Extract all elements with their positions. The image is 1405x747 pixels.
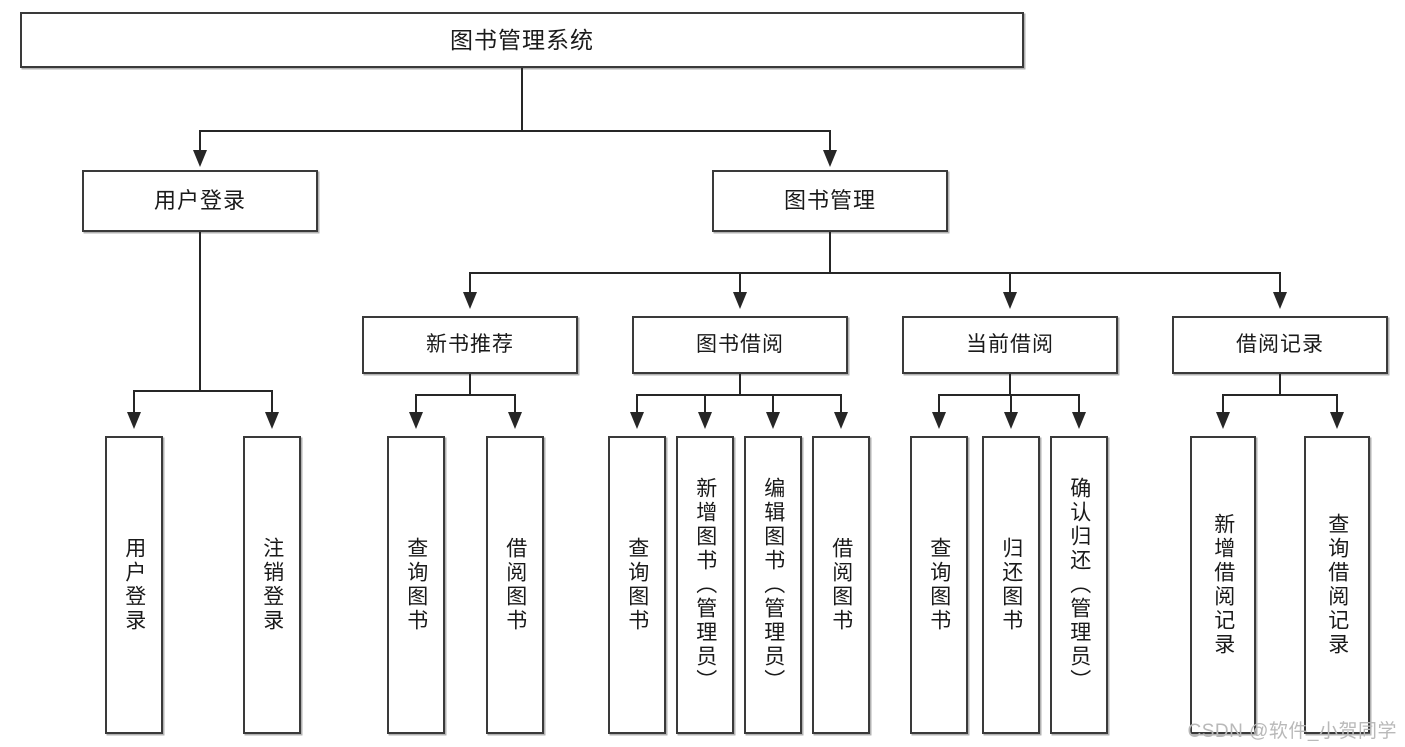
arrow-leaf-add-borrow-record bbox=[1216, 412, 1230, 429]
edge-drop-current-borrow bbox=[1009, 272, 1011, 294]
edge-drop-book-manage bbox=[829, 130, 831, 152]
arrow-leaf-logout bbox=[265, 412, 279, 429]
edge-drop-leaf-borrow-book-1 bbox=[514, 394, 516, 414]
edge-drop-book-borrow bbox=[739, 272, 741, 294]
edge-drop-leaf-borrow-book-2 bbox=[840, 394, 842, 414]
edge-book-borrow-bus bbox=[636, 394, 842, 396]
node-leaf-borrow-book-1-label: 借阅图书 bbox=[503, 537, 527, 633]
edge-borrow-record-bus bbox=[1222, 394, 1338, 396]
node-current-borrow[interactable]: 当前借阅 bbox=[902, 316, 1118, 374]
arrow-user-login bbox=[193, 150, 207, 167]
node-leaf-user-login[interactable]: 用户登录 bbox=[105, 436, 163, 734]
edge-level3-bus bbox=[469, 272, 1281, 274]
arrow-leaf-query-book-2 bbox=[630, 412, 644, 429]
edge-book-manage-stem bbox=[829, 232, 831, 274]
node-leaf-add-borrow-record[interactable]: 新增借阅记录 bbox=[1190, 436, 1256, 734]
node-leaf-query-book-2[interactable]: 查询图书 bbox=[608, 436, 666, 734]
node-leaf-edit-book-label: 编辑图书（管理员） bbox=[761, 477, 785, 693]
edge-drop-leaf-query-book-1 bbox=[415, 394, 417, 414]
node-leaf-query-book-3-label: 查询图书 bbox=[927, 537, 951, 633]
edge-user-login-stem bbox=[199, 232, 201, 392]
node-leaf-borrow-book-2[interactable]: 借阅图书 bbox=[812, 436, 870, 734]
edge-drop-leaf-add-book bbox=[704, 394, 706, 414]
node-book-borrow[interactable]: 图书借阅 bbox=[632, 316, 848, 374]
arrow-leaf-query-book-1 bbox=[409, 412, 423, 429]
arrow-leaf-return-book bbox=[1004, 412, 1018, 429]
arrow-leaf-query-borrow-record bbox=[1330, 412, 1344, 429]
node-leaf-add-book[interactable]: 新增图书（管理员） bbox=[676, 436, 734, 734]
node-new-book-recommend-label: 新书推荐 bbox=[426, 332, 514, 356]
arrow-book-borrow bbox=[733, 292, 747, 309]
node-user-login[interactable]: 用户登录 bbox=[82, 170, 318, 232]
node-leaf-query-book-1-label: 查询图书 bbox=[404, 537, 428, 633]
node-book-borrow-label: 图书借阅 bbox=[696, 332, 784, 356]
edge-borrow-record-stem bbox=[1279, 374, 1281, 396]
arrow-leaf-query-book-3 bbox=[932, 412, 946, 429]
node-leaf-query-book-1[interactable]: 查询图书 bbox=[387, 436, 445, 734]
node-leaf-query-book-2-label: 查询图书 bbox=[625, 537, 649, 633]
edge-root-stem bbox=[521, 68, 523, 130]
arrow-new-book-recommend bbox=[463, 292, 477, 309]
node-new-book-recommend[interactable]: 新书推荐 bbox=[362, 316, 578, 374]
arrow-leaf-edit-book bbox=[766, 412, 780, 429]
edge-user-login-bus bbox=[133, 390, 271, 392]
arrow-current-borrow bbox=[1003, 292, 1017, 309]
node-leaf-logout[interactable]: 注销登录 bbox=[243, 436, 301, 734]
node-leaf-query-borrow-record-label: 查询借阅记录 bbox=[1325, 513, 1349, 657]
node-leaf-confirm-return-label: 确认归还（管理员） bbox=[1067, 477, 1091, 693]
arrow-book-manage bbox=[823, 150, 837, 167]
node-leaf-return-book-label: 归还图书 bbox=[999, 537, 1023, 633]
node-book-manage-label: 图书管理 bbox=[783, 188, 876, 214]
arrow-leaf-confirm-return bbox=[1072, 412, 1086, 429]
edge-drop-leaf-return-book bbox=[1010, 394, 1012, 414]
node-leaf-borrow-book-2-label: 借阅图书 bbox=[829, 537, 853, 633]
edge-new-book-recommend-stem bbox=[469, 374, 471, 396]
edge-drop-leaf-confirm-return bbox=[1078, 394, 1080, 414]
edge-drop-borrow-record bbox=[1279, 272, 1281, 294]
node-leaf-logout-label: 注销登录 bbox=[260, 537, 284, 633]
arrow-leaf-user-login bbox=[127, 412, 141, 429]
edge-book-borrow-stem bbox=[739, 374, 741, 396]
arrow-leaf-borrow-book-2 bbox=[834, 412, 848, 429]
edge-drop-leaf-query-book-2 bbox=[636, 394, 638, 414]
arrow-borrow-record bbox=[1273, 292, 1287, 309]
node-leaf-add-borrow-record-label: 新增借阅记录 bbox=[1211, 513, 1235, 657]
edge-drop-leaf-edit-book bbox=[772, 394, 774, 414]
node-leaf-return-book[interactable]: 归还图书 bbox=[982, 436, 1040, 734]
edge-new-book-recommend-bus bbox=[415, 394, 515, 396]
node-current-borrow-label: 当前借阅 bbox=[966, 332, 1054, 356]
edge-drop-leaf-query-borrow-record bbox=[1336, 394, 1338, 414]
edge-drop-user-login bbox=[199, 130, 201, 152]
edge-drop-leaf-add-borrow-record bbox=[1222, 394, 1224, 414]
edge-current-borrow-bus bbox=[938, 394, 1080, 396]
edge-drop-leaf-logout bbox=[271, 390, 273, 414]
node-leaf-confirm-return[interactable]: 确认归还（管理员） bbox=[1050, 436, 1108, 734]
node-user-login-label: 用户登录 bbox=[153, 188, 246, 214]
node-root[interactable]: 图书管理系统 bbox=[20, 12, 1024, 68]
arrow-leaf-borrow-book-1 bbox=[508, 412, 522, 429]
node-borrow-record-label: 借阅记录 bbox=[1236, 332, 1324, 356]
node-leaf-borrow-book-1[interactable]: 借阅图书 bbox=[486, 436, 544, 734]
node-leaf-user-login-label: 用户登录 bbox=[122, 537, 146, 633]
node-leaf-query-borrow-record[interactable]: 查询借阅记录 bbox=[1304, 436, 1370, 734]
node-book-manage[interactable]: 图书管理 bbox=[712, 170, 948, 232]
edge-drop-new-book-recommend bbox=[469, 272, 471, 294]
node-root-label: 图书管理系统 bbox=[450, 26, 594, 53]
edge-level2-bus bbox=[199, 130, 831, 132]
arrow-leaf-add-book bbox=[698, 412, 712, 429]
edge-current-borrow-stem bbox=[1009, 374, 1011, 396]
node-leaf-add-book-label: 新增图书（管理员） bbox=[693, 477, 717, 693]
edge-drop-leaf-query-book-3 bbox=[938, 394, 940, 414]
node-borrow-record[interactable]: 借阅记录 bbox=[1172, 316, 1388, 374]
node-leaf-edit-book[interactable]: 编辑图书（管理员） bbox=[744, 436, 802, 734]
node-leaf-query-book-3[interactable]: 查询图书 bbox=[910, 436, 968, 734]
edge-drop-leaf-user-login bbox=[133, 390, 135, 414]
